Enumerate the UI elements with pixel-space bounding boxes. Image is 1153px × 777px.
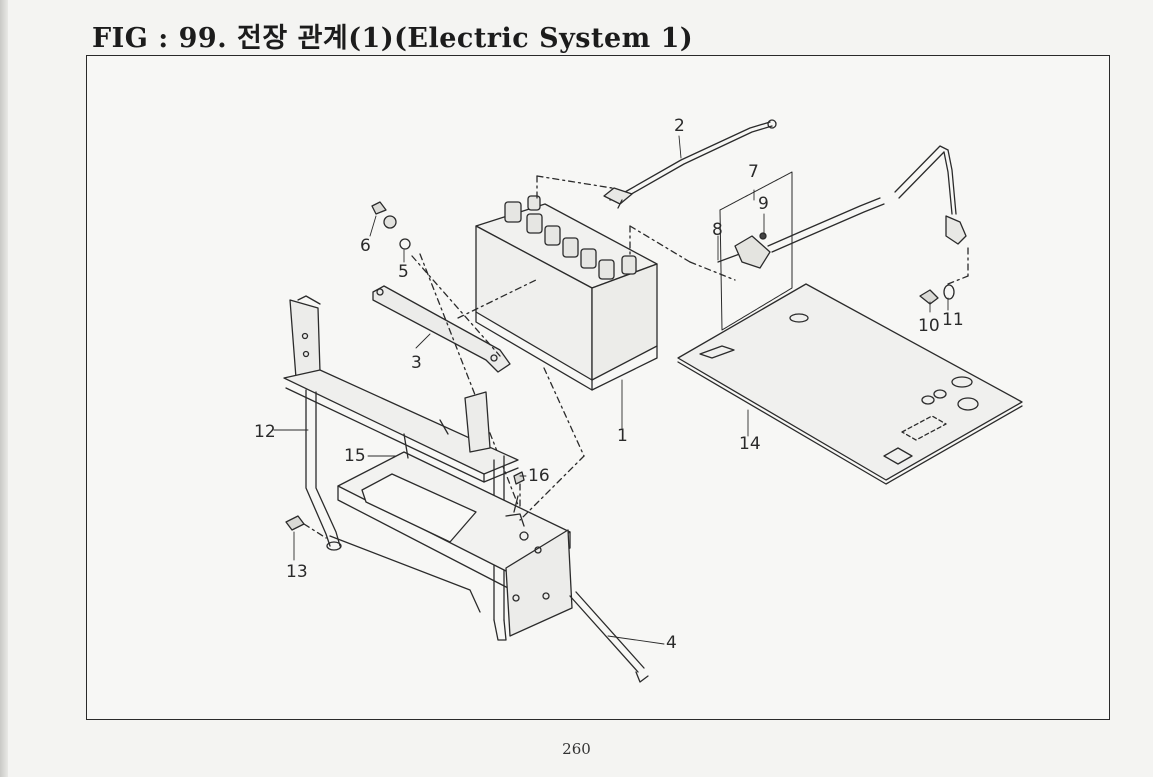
battery-bracket-frame	[283, 295, 573, 641]
callout-1: 1	[617, 426, 628, 446]
negative-cable	[603, 119, 777, 209]
battery-terminals	[504, 195, 637, 280]
scan-edge-shadow	[0, 0, 8, 777]
callout-16: 16	[528, 466, 550, 486]
hold-down-bar	[372, 279, 537, 373]
callout-6: 6	[360, 236, 371, 256]
callout-12: 12	[254, 422, 276, 442]
callout-8: 8	[712, 220, 723, 240]
callout-7: 7	[748, 162, 759, 182]
callout-15: 15	[344, 446, 366, 466]
nut-and-washer	[919, 284, 955, 305]
callout-13: 13	[286, 562, 308, 582]
callout-14: 14	[739, 434, 761, 454]
leader-lines	[273, 135, 949, 645]
hook-rod	[569, 591, 649, 683]
battery	[475, 175, 736, 391]
positive-cable	[717, 145, 969, 331]
page-number: 260	[562, 740, 591, 758]
callout-4: 4	[666, 633, 677, 653]
bolt	[285, 515, 327, 539]
callout-2: 2	[674, 116, 685, 136]
mounting-plate	[677, 283, 1023, 485]
callout-3: 3	[411, 353, 422, 373]
callout-5: 5	[398, 262, 409, 282]
callout-9: 9	[758, 194, 769, 214]
callout-10: 10	[918, 316, 940, 336]
callout-11: 11	[942, 310, 964, 330]
small-bolt	[513, 367, 585, 521]
figure-title: FIG : 99. 전장 관계(1)(Electric System 1)	[92, 23, 694, 54]
nut-parts	[371, 201, 521, 511]
